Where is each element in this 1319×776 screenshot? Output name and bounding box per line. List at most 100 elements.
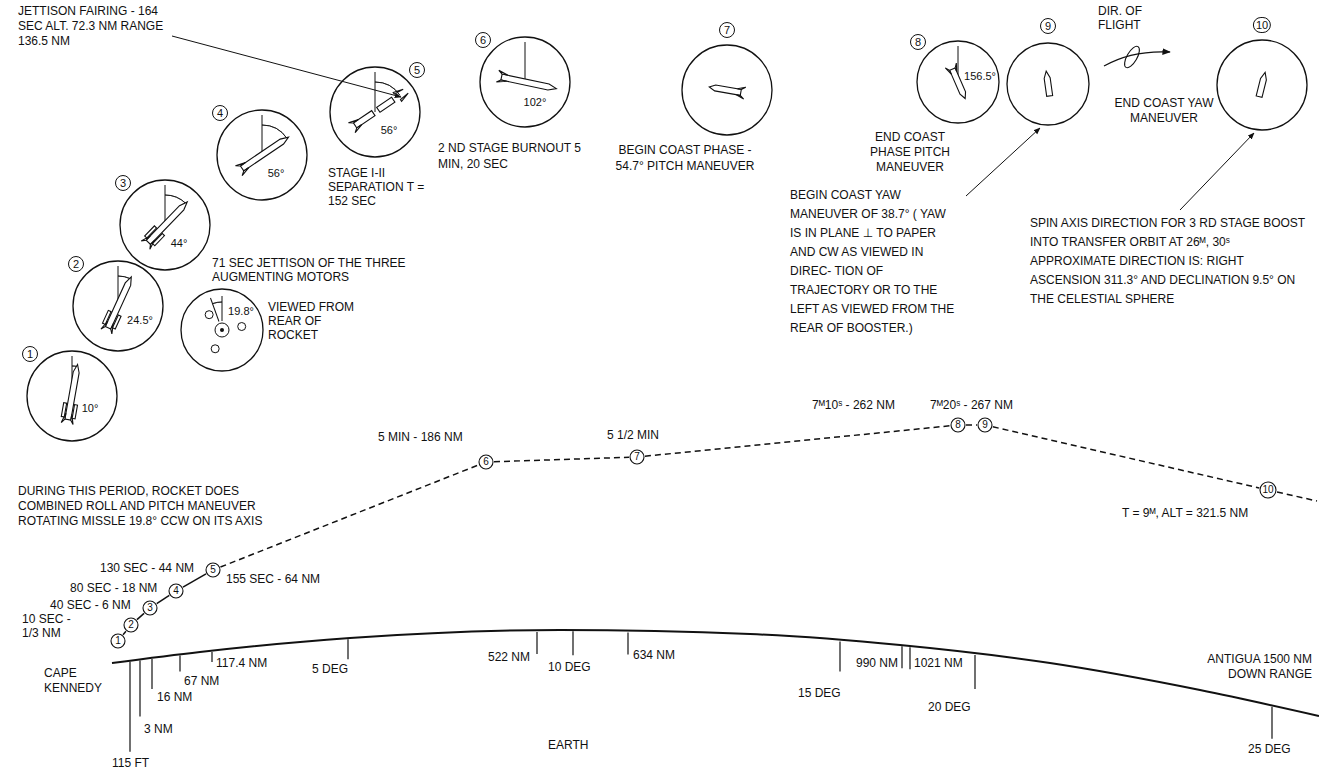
trajectory-path [966, 424, 977, 426]
circle-outline [181, 289, 263, 371]
leader-line [172, 36, 401, 97]
circle-outline [978, 418, 992, 432]
event-note: STAGE I-II SEPARATION T = 152 SEC [328, 166, 428, 208]
circle-outline [169, 584, 183, 598]
range-tick [151, 659, 152, 689]
rocket [945, 63, 970, 101]
circle-outline [111, 634, 125, 648]
trajectory-point: 9 [977, 417, 993, 433]
range-tick [211, 652, 212, 662]
trajectory-label: T = 9ᴹ, ALT = 321.5 NM [1122, 506, 1248, 520]
range-label: 25 DEG [1248, 742, 1291, 756]
vertical-reference [375, 72, 376, 112]
circle-outline [73, 261, 163, 351]
angle-arc [165, 195, 186, 203]
callout-number: 1 [22, 346, 38, 362]
trajectory-label: 10 SEC - 1/3 NM [22, 612, 84, 640]
range-tick [179, 656, 180, 672]
range-tick [1271, 707, 1272, 739]
circle-outline [681, 44, 773, 136]
trajectory-point: 7 [629, 449, 645, 465]
rocket-attitude [1043, 71, 1052, 97]
attitude-circle: 6102° [479, 36, 571, 128]
augmenting-motor [238, 323, 246, 331]
rocket [1043, 71, 1052, 97]
circle-outline [72, 260, 164, 352]
first-stage [353, 111, 375, 128]
callout-number: 10 [1253, 17, 1271, 33]
trajectory-continuation [1277, 492, 1317, 501]
rocket-attitude [496, 42, 557, 95]
circle-outline [1216, 39, 1308, 131]
callout-number: 8 [910, 34, 926, 50]
roll-line [210, 298, 218, 322]
circle-outline [916, 40, 1000, 124]
rocket-attitude [348, 72, 409, 133]
angle-label: 44° [171, 237, 188, 250]
callout-number: 3 [115, 175, 131, 191]
trajectory-label: 7ᴹ10ˢ - 262 NM [812, 398, 895, 412]
rocket-body [501, 74, 557, 92]
rocket [496, 70, 557, 94]
range-label: 115 FT [112, 756, 149, 770]
rocket [348, 86, 409, 133]
trajectory-path [494, 457, 629, 461]
circle-outline [330, 67, 420, 157]
callout-number: 10 [1262, 484, 1273, 496]
event-note: 2 ND STAGE BURNOUT 5 MIN, 20 SEC [438, 140, 598, 172]
angle-label: 24.5° [127, 314, 153, 327]
augmenting-motor [113, 315, 122, 329]
augmenting-motor [61, 403, 66, 417]
angle-arc [118, 276, 130, 279]
circle-outline [1260, 482, 1276, 498]
circle-outline [216, 109, 308, 201]
callout-number: 7 [719, 22, 735, 38]
rocket [60, 363, 84, 425]
range-label: EARTH [548, 738, 588, 752]
callout-number: 5 [409, 62, 425, 78]
range-tick [909, 647, 910, 669]
event-note: BEGIN COAST PHASE - 54.7° PITCH MANEUVER [610, 142, 760, 174]
range-label: 67 NM [184, 674, 219, 688]
range-tick [572, 631, 573, 655]
angle-label: 102° [524, 96, 547, 109]
callout-number: 5 [210, 564, 216, 576]
circle-outline [1006, 42, 1090, 126]
circle-outline [120, 180, 210, 270]
range-label: 117.4 NM [216, 656, 267, 670]
vertical-reference [525, 42, 526, 82]
trajectory-label: 5 1/2 MIN [607, 428, 659, 442]
callout-number: 4 [212, 105, 228, 121]
circle-outline [217, 110, 307, 200]
trajectory-point: 3 [142, 600, 158, 616]
event-note: VIEWED FROM REAR OF ROCKET [268, 300, 368, 342]
circle-outline [143, 601, 157, 615]
event-note: SPIN AXIS DIRECTION FOR 3 RD STAGE BOOST… [1030, 214, 1312, 309]
callout-number: 6 [483, 456, 489, 468]
leader-line [1180, 133, 1254, 210]
fins [736, 86, 746, 99]
angle-label: 19.8° [228, 305, 254, 318]
trajectory-path [183, 574, 206, 587]
range-label: 20 DEG [928, 700, 971, 714]
range-label: 522 NM [488, 650, 530, 664]
circle-outline [119, 179, 211, 271]
attitude-circle: 344° [119, 179, 211, 271]
rocket-attitude [708, 81, 746, 99]
trajectory-point: 1 [110, 633, 126, 649]
event-note: BEGIN COAST YAW MANEUVER OF 38.7° ( YAW … [790, 186, 958, 338]
callout-number: 9 [1040, 18, 1056, 34]
attitude-circle: 224.5° [72, 260, 164, 352]
callout-number: 4 [173, 585, 179, 597]
trajectory-label: 5 MIN - 186 NM [378, 430, 463, 444]
angle-label: 156.5° [964, 70, 996, 83]
augmenting-motor [205, 311, 213, 319]
rocket [141, 197, 193, 250]
callout-number: 7 [634, 451, 640, 463]
callout-number: 2 [68, 256, 84, 272]
event-note: DIR. OF FLIGHT [1098, 4, 1162, 32]
trajectory-path [157, 595, 170, 603]
circle-outline [917, 41, 999, 123]
attitude-circle: 9 [1006, 42, 1090, 126]
yaw-symbol [1122, 44, 1143, 70]
